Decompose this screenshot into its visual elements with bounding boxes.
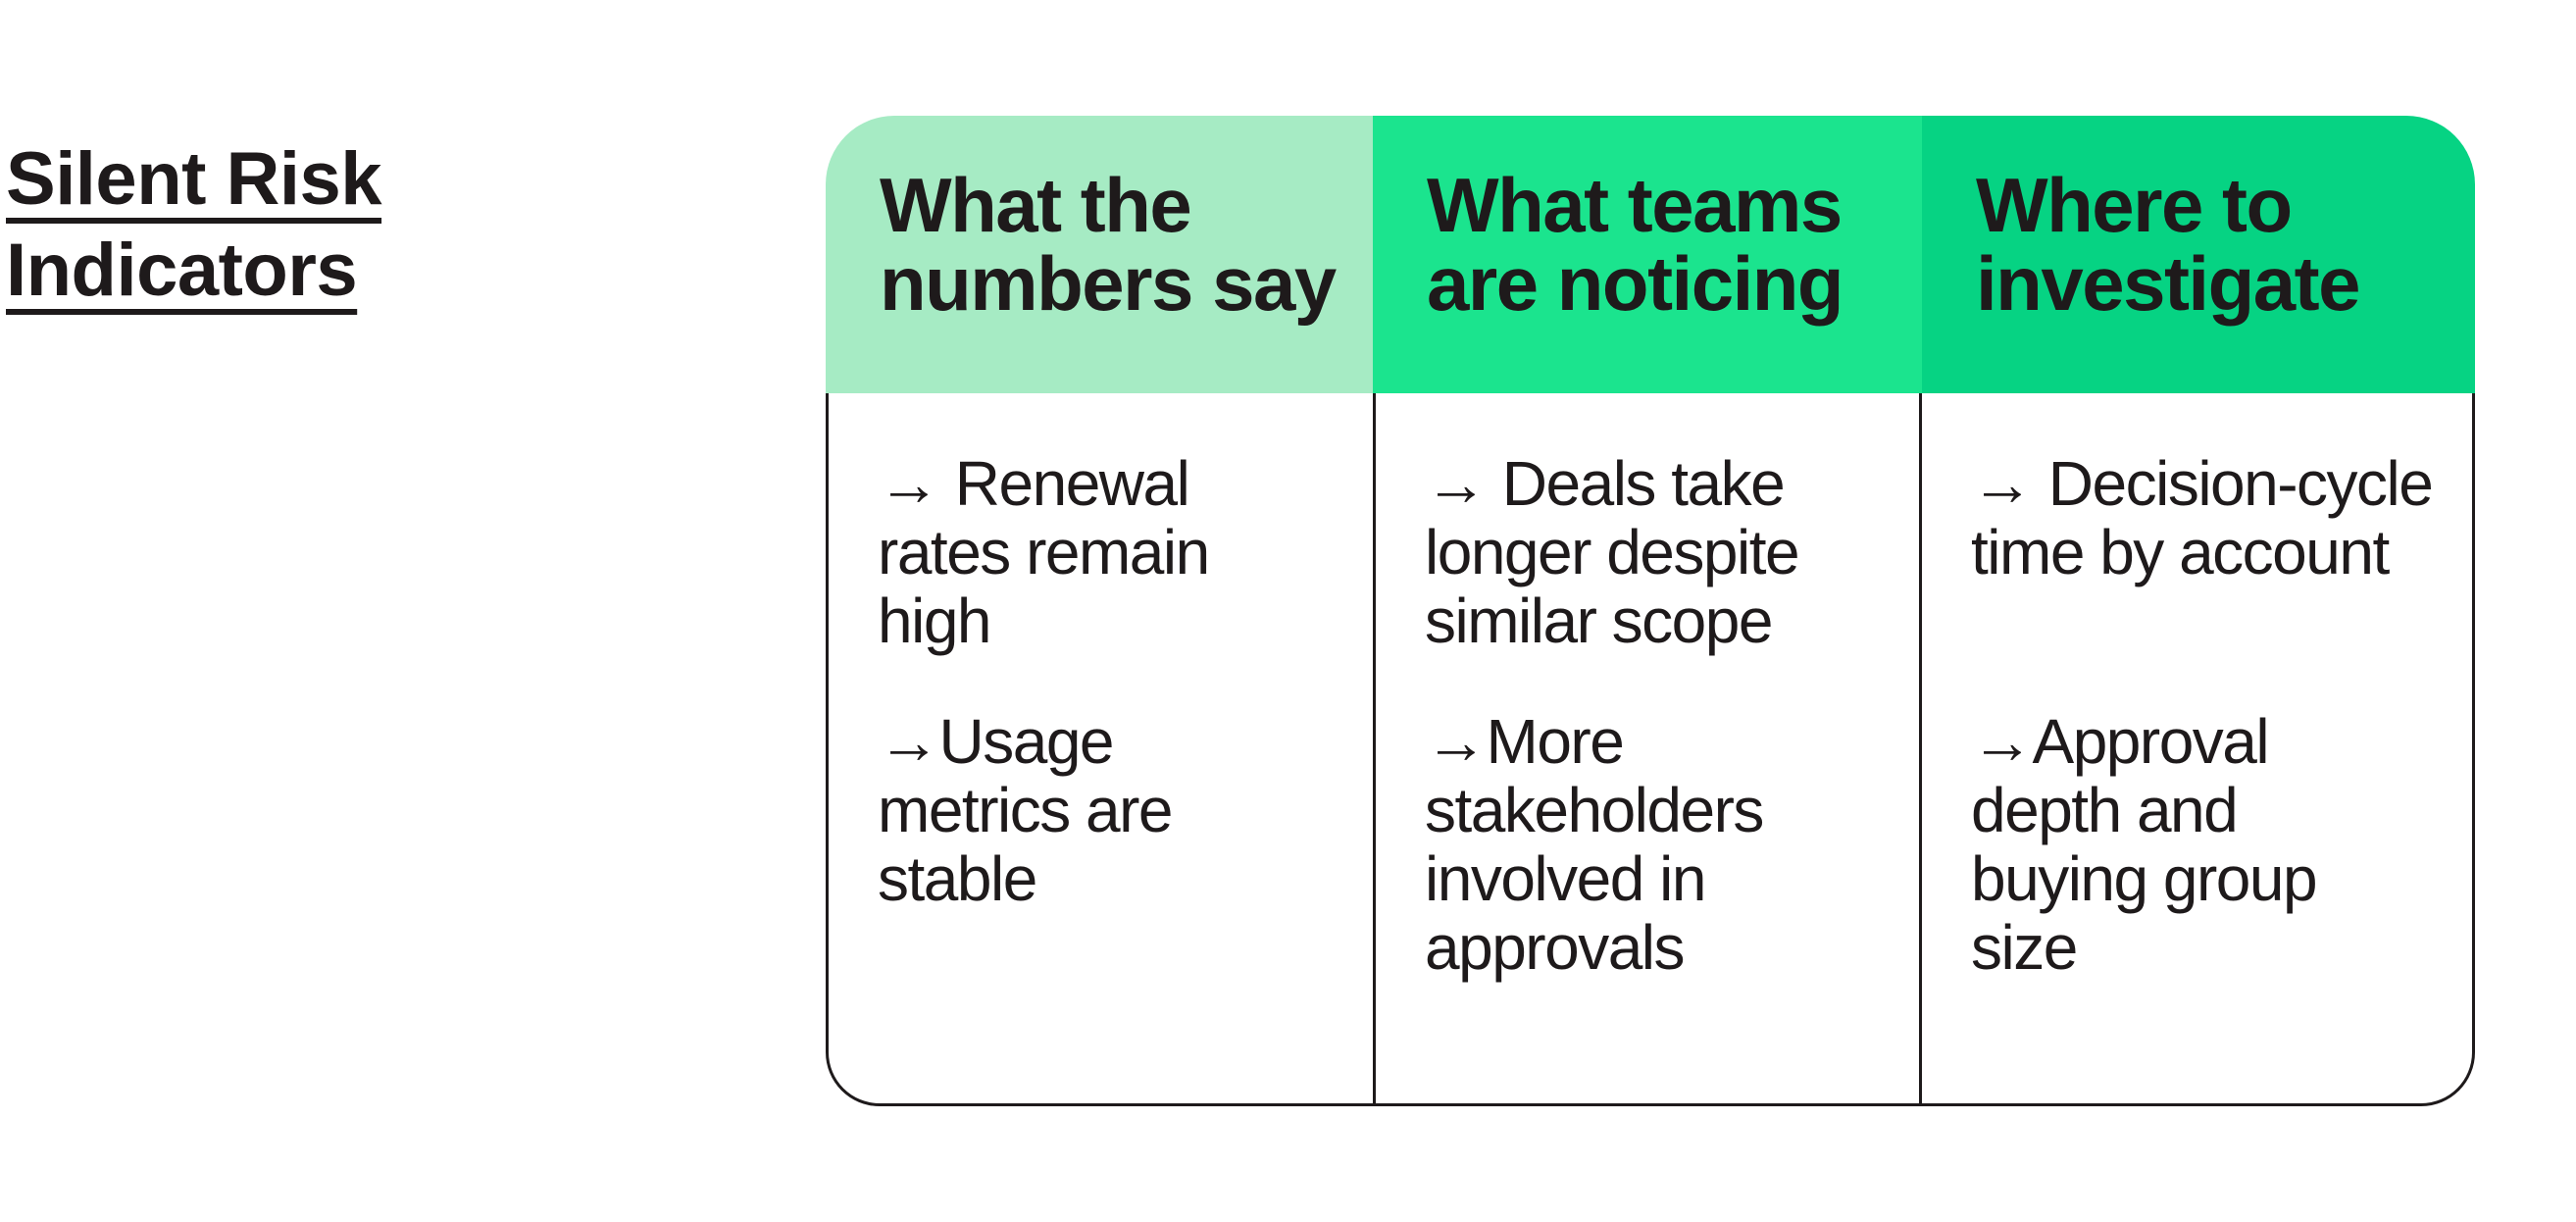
page-title: Silent Risk Indicators xyxy=(6,137,382,312)
column-cell-numbers: → Renewal rates remain high →Usage metri… xyxy=(829,393,1373,1103)
bullet-item: → Deals take longer despite similar scop… xyxy=(1425,448,1800,656)
bullet-item: → Decision-cycle time by account xyxy=(1971,448,2434,587)
table-header-row: What the numbers say What teams are noti… xyxy=(826,116,2475,393)
column-header-numbers: What the numbers say xyxy=(826,116,1373,393)
silent-risk-indicators-table: What the numbers say What teams are noti… xyxy=(826,116,2475,1106)
column-cell-teams: → Deals take longer despite similar scop… xyxy=(1373,393,1922,1103)
bullet-item: →Usage metrics are stable xyxy=(878,706,1174,914)
column-cell-investigate: → Decision-cycle time by account →Approv… xyxy=(1922,393,2472,1103)
column-header-investigate: Where to investigate xyxy=(1922,116,2475,393)
bullet-item: → Renewal rates remain high xyxy=(878,448,1210,656)
column-header-teams: What teams are noticing xyxy=(1373,116,1922,393)
bullet-item: →More stakeholders involved in approvals xyxy=(1425,706,1764,983)
bullet-item: →Approval depth and buying group size xyxy=(1971,706,2318,983)
table-body-row: → Renewal rates remain high →Usage metri… xyxy=(826,393,2475,1106)
